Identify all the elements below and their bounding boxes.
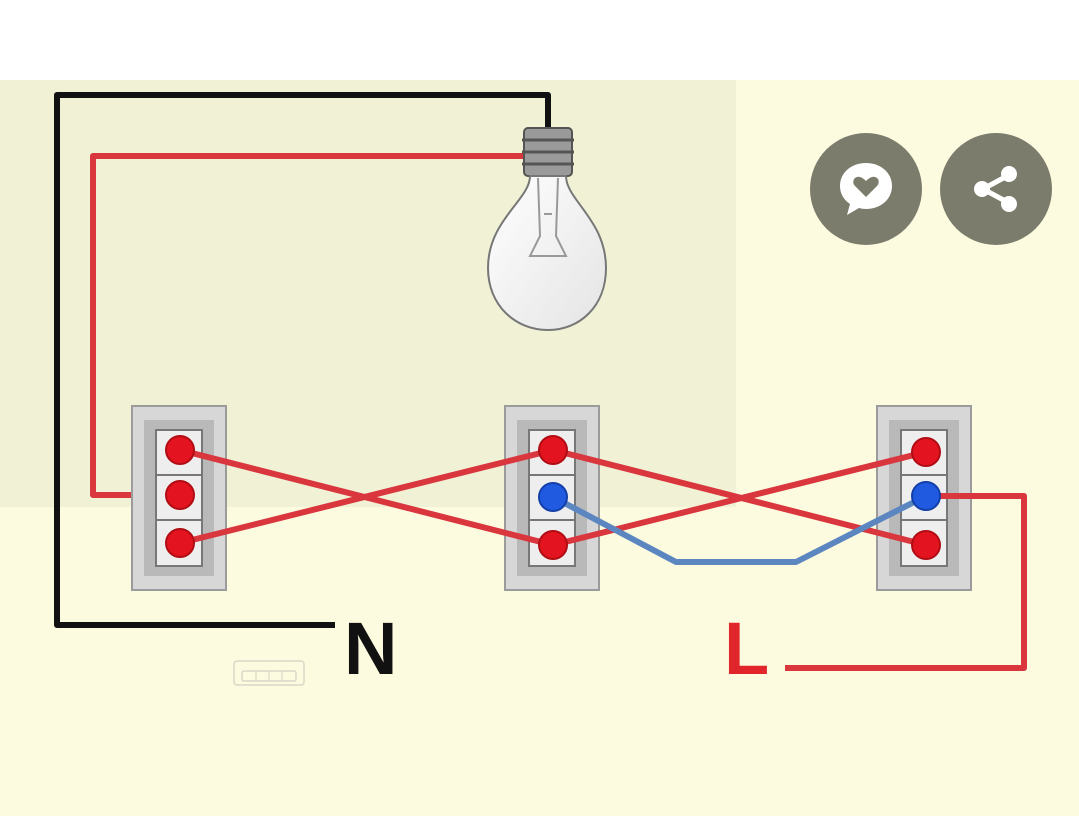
- top-bar: [0, 0, 1079, 80]
- neutral-wire: [54, 92, 551, 628]
- bridge-wire: [551, 493, 928, 565]
- live-label: L: [724, 607, 770, 690]
- heart-chat-icon: [840, 163, 892, 215]
- live-wire: [785, 493, 1027, 671]
- diagram-shade: [0, 80, 736, 507]
- traveler-wires-left: [179, 447, 554, 548]
- switch-middle: [504, 405, 600, 591]
- share-button[interactable]: [940, 133, 1052, 245]
- share-icon: [974, 166, 1017, 212]
- bulb-glass: [486, 175, 608, 332]
- watermark-logo: [233, 660, 305, 686]
- traveler-wires-right: [552, 447, 927, 548]
- neutral-label: N: [344, 607, 398, 690]
- terminals-middle: [538, 435, 568, 560]
- light-bulb: [486, 127, 608, 332]
- terminals-right: [911, 437, 941, 560]
- bulb-filament: [528, 177, 568, 257]
- favorite-button[interactable]: [810, 133, 922, 245]
- terminals-left: [165, 435, 195, 558]
